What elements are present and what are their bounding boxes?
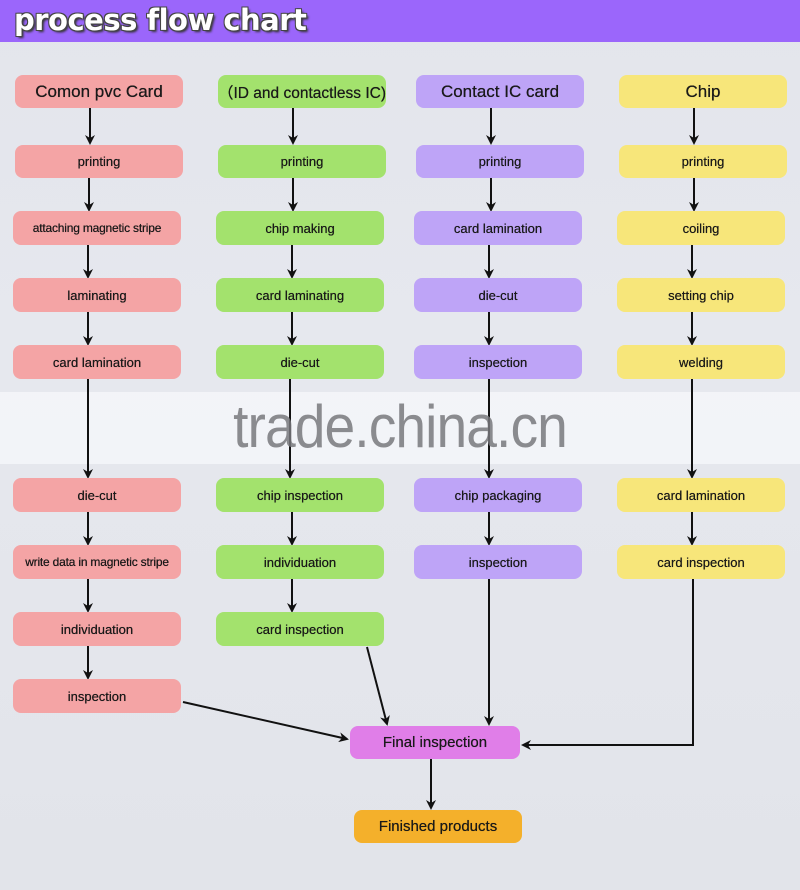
header-pvc-card: Comon pvc Card	[15, 75, 183, 108]
cic-step-inspection: inspection	[414, 345, 582, 379]
id-step-card-laminating: card laminating	[216, 278, 384, 312]
pvc-step-write-data: write data in magnetic stripe	[13, 545, 181, 579]
cic-step-chip-packaging: chip packaging	[414, 478, 582, 512]
pvc-step-inspection: inspection	[13, 679, 181, 713]
page-title: process flow chart	[14, 3, 307, 37]
id-step-individuation: individuation	[216, 545, 384, 579]
chip-step-welding: welding	[617, 345, 785, 379]
pvc-step-laminating: laminating	[13, 278, 181, 312]
cic-step-die-cut: die-cut	[414, 278, 582, 312]
chip-step-card-lamination: card lamination	[617, 478, 785, 512]
arrow-pvc-to-final	[182, 701, 349, 743]
arrow-id-to-final	[366, 646, 390, 726]
arrow-chip-to-final	[521, 579, 694, 750]
chip-step-printing: printing	[619, 145, 787, 178]
pvc-step-card-lamination: card lamination	[13, 345, 181, 379]
pvc-step-individuation: individuation	[13, 612, 181, 646]
watermark-band	[0, 392, 800, 464]
id-step-printing: printing	[218, 145, 386, 178]
chip-step-coiling: coiling	[617, 211, 785, 245]
cic-step-card-lamination: card lamination	[414, 211, 582, 245]
chip-step-setting-chip: setting chip	[617, 278, 785, 312]
header-contact-ic-card: Contact IC card	[416, 75, 584, 108]
header-id-contactless-ic: （ID and contactless IC)	[218, 75, 386, 108]
final-inspection-box: Final inspection	[350, 726, 520, 759]
cic-step-printing: printing	[416, 145, 584, 178]
watermark: trade.china.cn	[233, 393, 568, 460]
title-bar: process flow chart	[0, 0, 800, 42]
id-step-chip-inspection: chip inspection	[216, 478, 384, 512]
id-step-chip-making: chip making	[216, 211, 384, 245]
header-chip: Chip	[619, 75, 787, 108]
chip-step-card-inspection: card inspection	[617, 545, 785, 579]
pvc-step-printing: printing	[15, 145, 183, 178]
id-step-die-cut: die-cut	[216, 345, 384, 379]
pvc-step-attaching-magnetic-stripe: attaching magnetic stripe	[13, 211, 181, 245]
cic-step-inspection-2: inspection	[414, 545, 582, 579]
pvc-step-die-cut: die-cut	[13, 478, 181, 512]
id-step-card-inspection: card inspection	[216, 612, 384, 646]
finished-products-box: Finished products	[354, 810, 522, 843]
